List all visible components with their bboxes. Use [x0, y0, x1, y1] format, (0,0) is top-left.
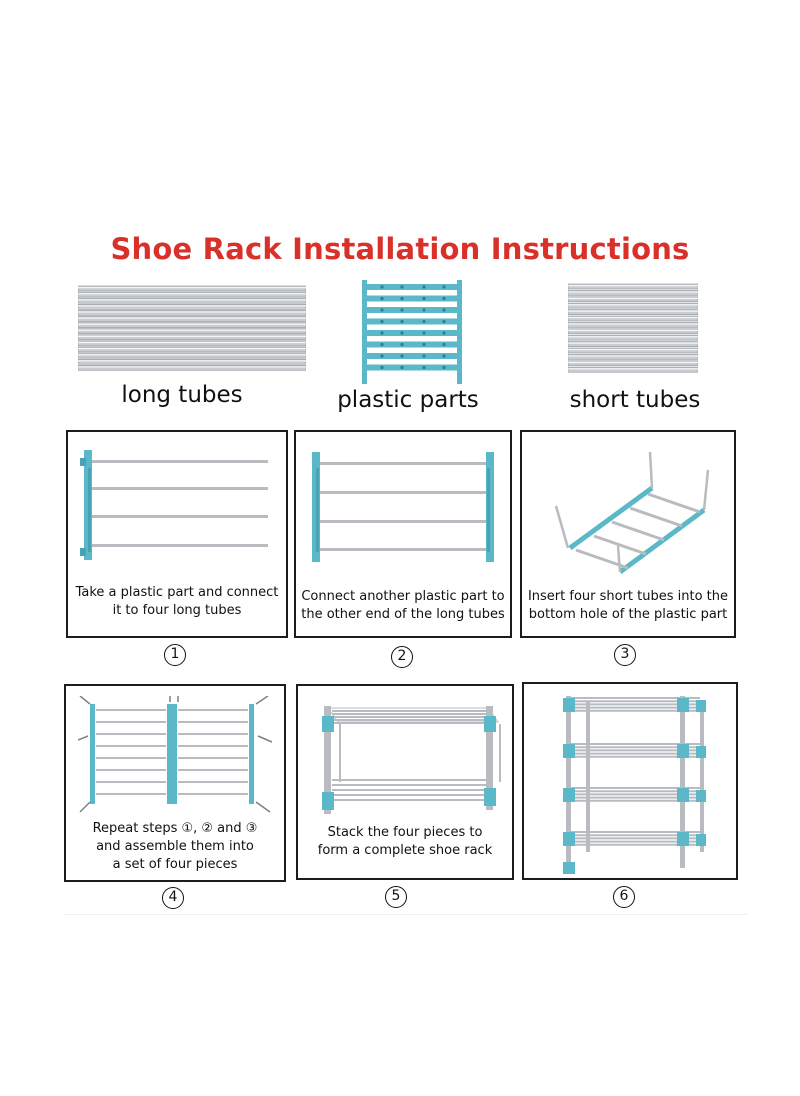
step-2-line-1: Connect another plastic part to [301, 589, 505, 604]
step-4-illustration [78, 696, 273, 813]
step-3-line-2: bottom hole of the plastic part [528, 607, 728, 622]
step-2-illustration [312, 452, 494, 562]
long-tubes-image [78, 285, 306, 371]
step-6-number: 6 [613, 886, 635, 908]
bottom-divider [64, 914, 748, 915]
step-1-number: 1 [164, 644, 186, 666]
short-tubes-label: short tubes [569, 387, 701, 413]
step-5-illustration [322, 706, 501, 814]
short-tubes-image [568, 283, 698, 373]
step-3-panel: Insert four short tubes into the bottom … [520, 430, 736, 638]
step-4-line-3: a set of four pieces [112, 857, 238, 872]
step-5-line-1: Stack the four pieces to [327, 825, 483, 840]
step-4-number: 4 [162, 887, 184, 909]
long-tubes-label: long tubes [121, 382, 243, 408]
step-2-panel: Connect another plastic part to the othe… [294, 430, 512, 638]
step-2-line-2: the other end of the long tubes [301, 607, 505, 622]
step-2-text: Connect another plastic part to the othe… [296, 588, 510, 624]
step-6-illustration [563, 696, 706, 874]
step-4-text: Repeat steps ①, ② and ③ and assemble the… [66, 820, 284, 874]
page-title: Shoe Rack Installation Instructions [110, 232, 690, 266]
step-5-number: 5 [385, 886, 407, 908]
step-3-text: Insert four short tubes into the bottom … [522, 588, 734, 624]
plastic-parts-label: plastic parts [337, 387, 479, 413]
step-1-line-1: Take a plastic part and connect [75, 585, 279, 600]
step-5-panel: Stack the four pieces to form a complete… [296, 684, 514, 880]
step-5-text: Stack the four pieces to form a complete… [298, 824, 512, 860]
step-3-line-1: Insert four short tubes into the [527, 589, 729, 604]
step-4-line-1: Repeat steps ①, ② and ③ [92, 821, 258, 836]
step-6-panel [522, 682, 738, 880]
step-1-line-2: it to four long tubes [112, 603, 242, 618]
step-5-line-2: form a complete shoe rack [317, 843, 493, 858]
step-2-number: 2 [391, 646, 413, 668]
step-3-number: 3 [614, 644, 636, 666]
plastic-parts-image [362, 280, 462, 384]
step-4-panel: Repeat steps ①, ② and ③ and assemble the… [64, 684, 286, 882]
step-1-text: Take a plastic part and connect it to fo… [68, 584, 286, 620]
step-1-illustration [80, 450, 268, 560]
step-3-illustration [554, 451, 710, 575]
step-4-line-2: and assemble them into [96, 839, 254, 854]
step-1-panel: Take a plastic part and connect it to fo… [66, 430, 288, 638]
